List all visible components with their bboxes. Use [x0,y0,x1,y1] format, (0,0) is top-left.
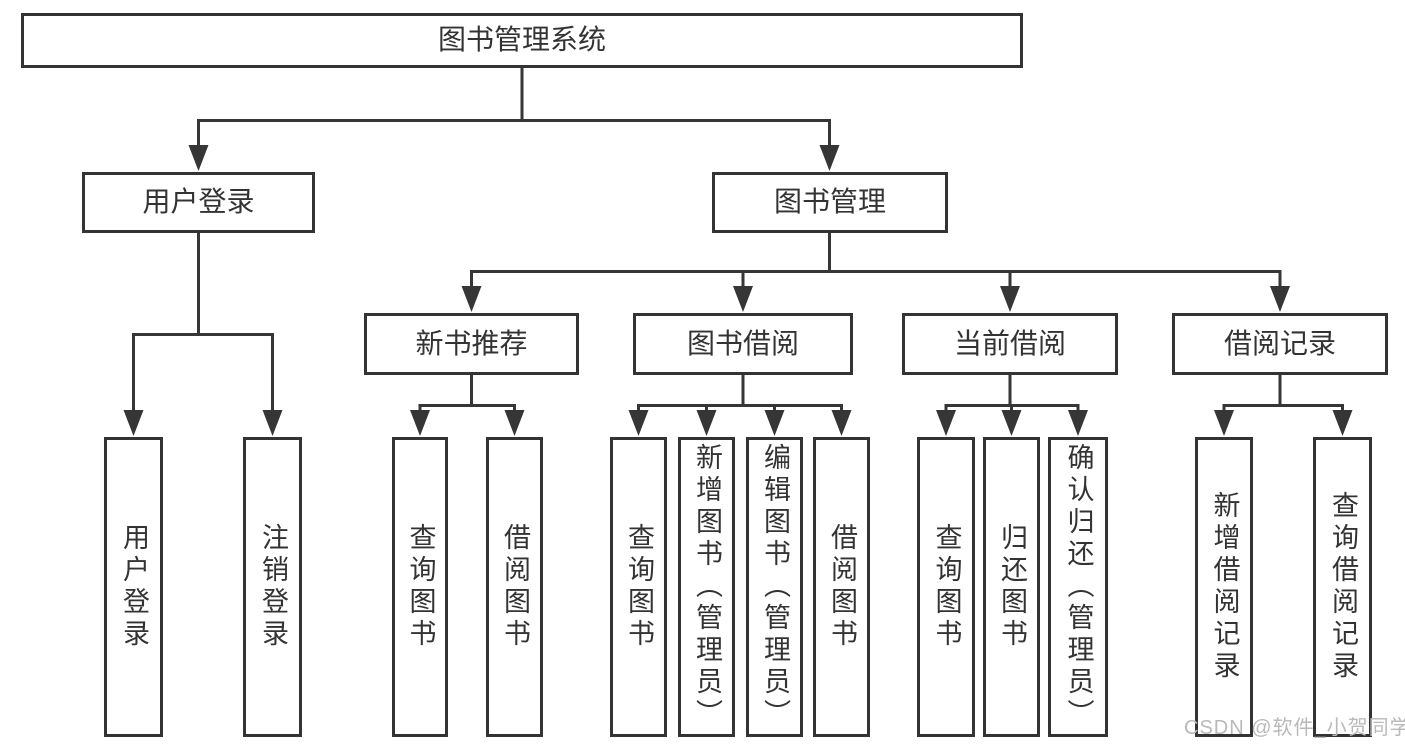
leaf-user-login: 用户登录 [104,437,163,737]
node-book-management: 图书管理 [712,172,948,233]
leaf-edit-books-admin: 编辑图书（管理员） [746,437,803,737]
leaf-add-books-admin-label: 新增图书（管理员） [692,443,722,731]
leaf-add-books-admin: 新增图书（管理员） [678,437,735,737]
leaf-query-books-recommend-label: 查询图书 [405,523,436,651]
leaf-add-borrow-record-label: 新增借阅记录 [1209,491,1240,683]
node-library-system-label: 图书管理系统 [437,24,606,56]
leaf-return-books: 归还图书 [983,437,1040,737]
node-new-book-recommend: 新书推荐 [364,313,579,375]
node-current-borrow-label: 当前借阅 [953,327,1066,359]
node-book-management-label: 图书管理 [773,186,886,218]
leaf-logout: 注销登录 [243,437,302,737]
node-borrow-records-label: 借阅记录 [1223,327,1336,359]
leaf-confirm-return-admin-label: 确认归还（管理员） [1063,443,1094,731]
leaf-query-borrow-record-label: 查询借阅记录 [1328,491,1358,683]
leaf-logout-label: 注销登录 [258,523,288,651]
node-user-login-label: 用户登录 [142,186,255,218]
leaf-edit-books-admin-label: 编辑图书（管理员） [760,443,790,731]
leaf-query-books-recommend: 查询图书 [392,437,448,737]
leaf-query-books-current-label: 查询图书 [931,523,962,651]
leaf-confirm-return-admin: 确认归还（管理员） [1048,437,1108,737]
leaf-user-login-label: 用户登录 [119,523,149,651]
leaf-borrow-books: 借阅图书 [813,437,870,737]
leaf-query-books-borrow-label: 查询图书 [624,523,654,651]
node-current-borrow: 当前借阅 [902,313,1118,375]
leaf-query-borrow-record: 查询借阅记录 [1313,437,1372,737]
node-borrow-records: 借阅记录 [1172,313,1388,375]
node-library-system: 图书管理系统 [21,13,1023,68]
node-book-borrow-label: 图书借阅 [686,327,799,359]
leaf-return-books-label: 归还图书 [997,523,1027,651]
leaf-borrow-books-label: 借阅图书 [827,523,857,651]
leaf-query-books-current: 查询图书 [917,437,975,737]
node-book-borrow: 图书借阅 [633,313,853,375]
leaf-add-borrow-record: 新增借阅记录 [1195,437,1253,737]
leaf-query-books-borrow: 查询图书 [610,437,667,737]
leaf-borrow-books-recommend: 借阅图书 [486,437,543,737]
node-user-login: 用户登录 [82,172,315,233]
csdn-watermark: CSDN @软件_小贺同学 [1184,717,1405,739]
leaf-borrow-books-recommend-label: 借阅图书 [500,523,530,651]
node-new-book-recommend-label: 新书推荐 [415,327,528,359]
